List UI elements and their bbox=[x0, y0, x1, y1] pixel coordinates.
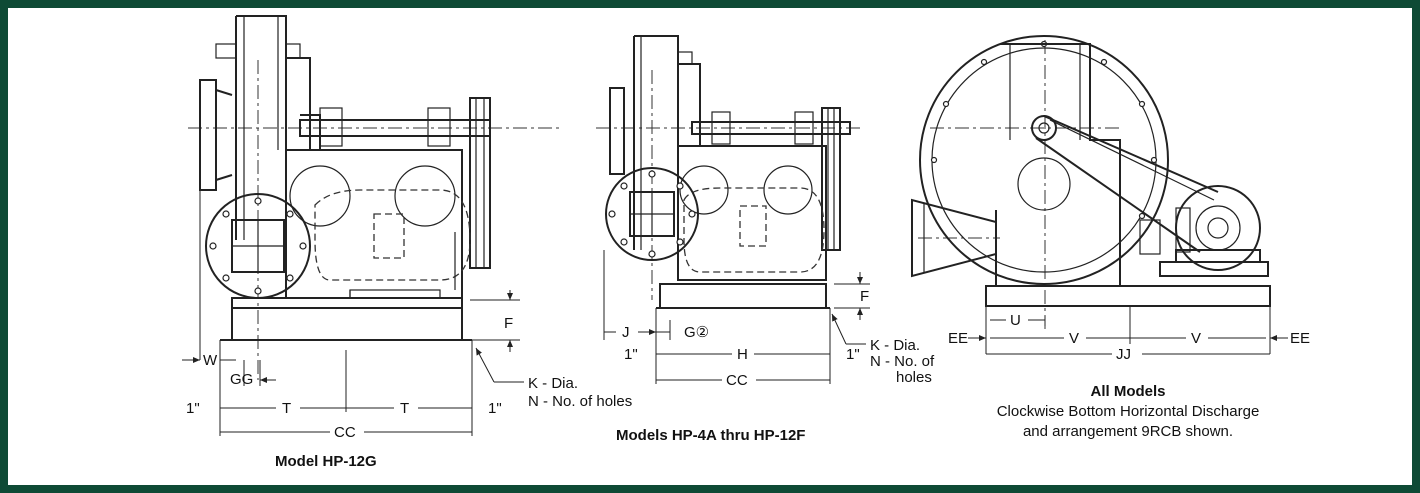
k-dia-label-2: K - Dia. bbox=[870, 337, 920, 354]
dim-1in-left-label-2: 1" bbox=[624, 346, 638, 363]
all-models-subcaption-2: and arrangement 9RCB shown. bbox=[1023, 423, 1233, 440]
dim-f-label-2: F bbox=[860, 288, 869, 305]
dim-f-label: F bbox=[504, 315, 513, 332]
dim-1in-right-label: 1" bbox=[488, 400, 502, 417]
dim-ee-left-label: EE bbox=[948, 330, 968, 347]
dim-h-label: H bbox=[737, 346, 748, 363]
dim-t1-label: T bbox=[282, 400, 291, 417]
dim-w-label: W bbox=[203, 352, 218, 369]
n-holes-label-2a: N - No. of bbox=[870, 353, 935, 370]
diagram-hp-12g: F W GG 1" T T 1" CC K - Dia. N - No. of … bbox=[182, 15, 632, 470]
all-models-caption: All Models bbox=[1090, 383, 1165, 400]
dim-g-label: G② bbox=[684, 324, 709, 341]
dim-cc-label-2: CC bbox=[726, 372, 748, 389]
n-holes-label-2b: holes bbox=[896, 369, 932, 386]
dim-j-label: J bbox=[622, 324, 630, 341]
dim-u-label: U bbox=[1010, 312, 1021, 329]
k-dia-label: K - Dia. bbox=[528, 375, 578, 392]
n-holes-label: N - No. of holes bbox=[528, 393, 632, 410]
dim-cc-label: CC bbox=[334, 424, 356, 441]
dim-t2-label: T bbox=[400, 400, 409, 417]
all-models-subcaption-1: Clockwise Bottom Horizontal Discharge bbox=[997, 403, 1260, 420]
diagram-all-models: U EE V V EE JJ All Models Clockwise Bott… bbox=[911, 35, 1310, 440]
model-hp-12g-caption: Model HP-12G bbox=[275, 453, 377, 470]
dim-v2-label: V bbox=[1191, 330, 1201, 347]
model-hp-4a-12f-caption: Models HP-4A thru HP-12F bbox=[616, 427, 805, 444]
dim-gg-label: GG bbox=[230, 371, 253, 388]
dim-1in-right-label-2: 1" bbox=[846, 346, 860, 363]
dim-1in-left-label: 1" bbox=[186, 400, 200, 417]
dim-jj-label: JJ bbox=[1116, 346, 1131, 363]
dim-ee-right-label: EE bbox=[1290, 330, 1310, 347]
diagram-hp-4a-12f: F J G② 1" H 1" CC K - Dia. N - No. of ho… bbox=[596, 35, 935, 444]
dim-v1-label: V bbox=[1069, 330, 1079, 347]
